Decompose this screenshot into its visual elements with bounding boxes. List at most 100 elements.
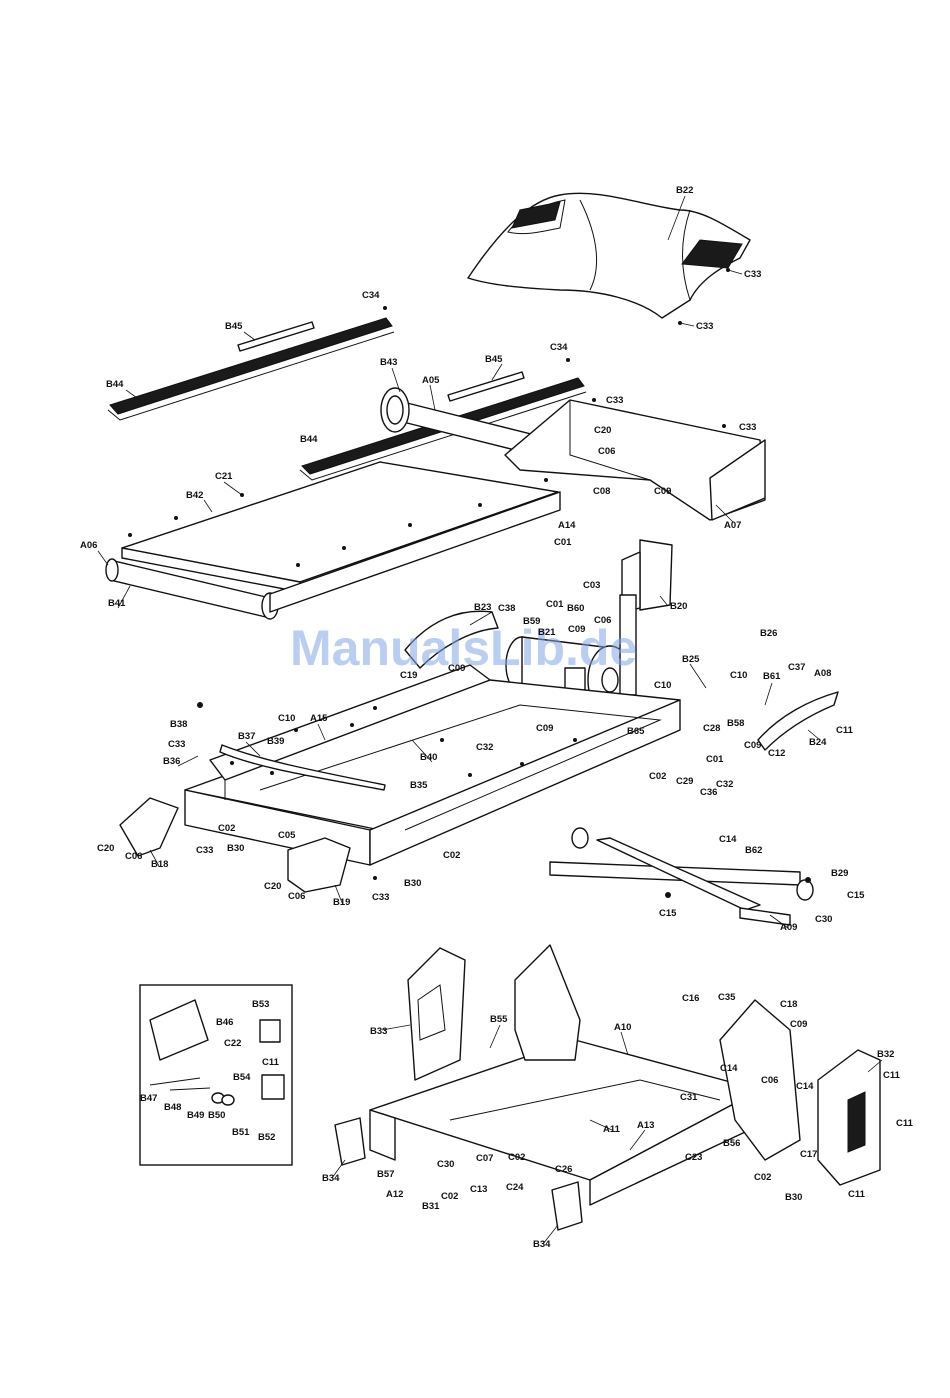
- callout-a05: A05: [422, 375, 440, 386]
- callout-c22: C22: [224, 1038, 241, 1049]
- lift-motor-b20: [619, 539, 673, 696]
- callout-c33: C33: [196, 845, 213, 856]
- callout-a07: A07: [724, 520, 741, 531]
- callout-a15: A15: [310, 713, 328, 724]
- callout-b35: B35: [410, 780, 428, 791]
- callout-b25: B25: [682, 654, 700, 665]
- callout-c09: C09: [536, 723, 553, 734]
- running-belt-b41: [105, 491, 561, 620]
- callout-b43: B43: [380, 357, 397, 368]
- incline-frame-a09: [549, 827, 814, 926]
- callout-b34: B34: [322, 1173, 340, 1184]
- front-foot-cover-b19: [287, 837, 351, 893]
- side-cover-b23: [404, 610, 499, 669]
- callout-c21: C21: [215, 471, 233, 482]
- callout-b50: B50: [208, 1110, 225, 1121]
- motor-tray-a07: [504, 399, 766, 521]
- callout-c06: C06: [125, 851, 142, 862]
- callout-c28: C28: [703, 723, 720, 734]
- callout-b24: B24: [809, 737, 827, 748]
- callout-c32: C32: [716, 779, 733, 790]
- callout-b65: B65: [627, 726, 645, 737]
- callout-c20: C20: [264, 881, 281, 892]
- callout-a13: A13: [637, 1120, 654, 1131]
- callout-c10: C10: [278, 713, 295, 724]
- callout-c16: C16: [682, 993, 699, 1004]
- callout-c14: C14: [719, 834, 737, 845]
- callout-c33: C33: [744, 269, 761, 280]
- callout-c06: C06: [288, 891, 305, 902]
- callout-c33: C33: [168, 739, 185, 750]
- callout-b22: B22: [676, 185, 693, 196]
- callout-c20: C20: [594, 425, 611, 436]
- callout-b20: B20: [670, 601, 687, 612]
- side-cover-b24: [757, 691, 839, 751]
- callout-c06: C06: [598, 446, 615, 457]
- callout-c30: C30: [437, 1159, 454, 1170]
- callout-c11: C11: [836, 725, 854, 736]
- callout-c09: C09: [568, 624, 585, 635]
- callout-c09: C09: [654, 486, 671, 497]
- callout-b41: B41: [108, 598, 126, 609]
- callout-b45: B45: [485, 354, 503, 365]
- callout-b57: B57: [377, 1169, 394, 1180]
- callout-c03: C03: [583, 580, 600, 591]
- callout-c26: C26: [555, 1164, 572, 1175]
- wire-cable-b37: [219, 744, 386, 791]
- callout-c15: C15: [659, 908, 677, 919]
- callout-b44: B44: [300, 434, 318, 445]
- callout-c14: C14: [720, 1063, 738, 1074]
- callout-b44: B44: [106, 379, 124, 390]
- base-frame-a10: [369, 1039, 761, 1206]
- callout-c36: C36: [700, 787, 717, 798]
- callout-c37: C37: [788, 662, 805, 673]
- callout-b48: B48: [164, 1102, 181, 1113]
- callout-b34: B34: [533, 1239, 551, 1250]
- callout-c01: C01: [546, 599, 564, 610]
- callout-b55: B55: [490, 1014, 508, 1025]
- callout-c02: C02: [441, 1191, 458, 1202]
- callout-c29: C29: [676, 776, 693, 787]
- leader-lines: [97, 195, 883, 1245]
- callout-b52: B52: [258, 1132, 275, 1143]
- callout-c02: C02: [508, 1152, 525, 1163]
- callout-b38: B38: [170, 719, 187, 730]
- callout-b36: B36: [163, 756, 180, 767]
- callout-b30: B30: [785, 1192, 802, 1203]
- callout-c02: C02: [443, 850, 460, 861]
- callout-b29: B29: [831, 868, 848, 879]
- callout-c13: C13: [470, 1184, 487, 1195]
- callout-b32: B32: [877, 1049, 894, 1060]
- callout-b59: B59: [523, 616, 540, 627]
- callout-c18: C18: [780, 999, 797, 1010]
- callout-c09: C09: [790, 1019, 807, 1030]
- callout-b31: B31: [422, 1201, 440, 1212]
- callout-b37: B37: [238, 731, 255, 742]
- motor-hood-b22: [467, 192, 751, 319]
- callout-b46: B46: [216, 1017, 233, 1028]
- callout-labels: B22 C33 C33 C34 B45 B44 B43 B45 C34 A05 …: [80, 185, 914, 1250]
- callout-b40: B40: [420, 752, 437, 763]
- callout-a08: A08: [814, 668, 831, 679]
- callout-b26: B26: [760, 628, 777, 639]
- callout-b39: B39: [267, 736, 284, 747]
- callout-c15: C15: [847, 890, 865, 901]
- callout-b49: B49: [187, 1110, 204, 1121]
- callout-b58: B58: [727, 718, 744, 729]
- main-frame-a15: [184, 664, 681, 866]
- callout-c38: C38: [498, 603, 515, 614]
- foot-b34-left: [334, 1117, 366, 1166]
- callout-c10: C10: [730, 670, 747, 681]
- callout-b53: B53: [252, 999, 269, 1010]
- callout-c34: C34: [362, 290, 380, 301]
- callout-b47: B47: [140, 1093, 157, 1104]
- callout-c09: C09: [448, 663, 465, 674]
- callout-b23: B23: [474, 602, 491, 613]
- right-upright-frame: [719, 999, 801, 1161]
- callout-a06: A06: [80, 540, 97, 551]
- fastener-dots: [128, 268, 811, 898]
- callout-c06: C06: [761, 1075, 778, 1086]
- callout-b54: B54: [233, 1072, 251, 1083]
- callout-b60: B60: [567, 603, 584, 614]
